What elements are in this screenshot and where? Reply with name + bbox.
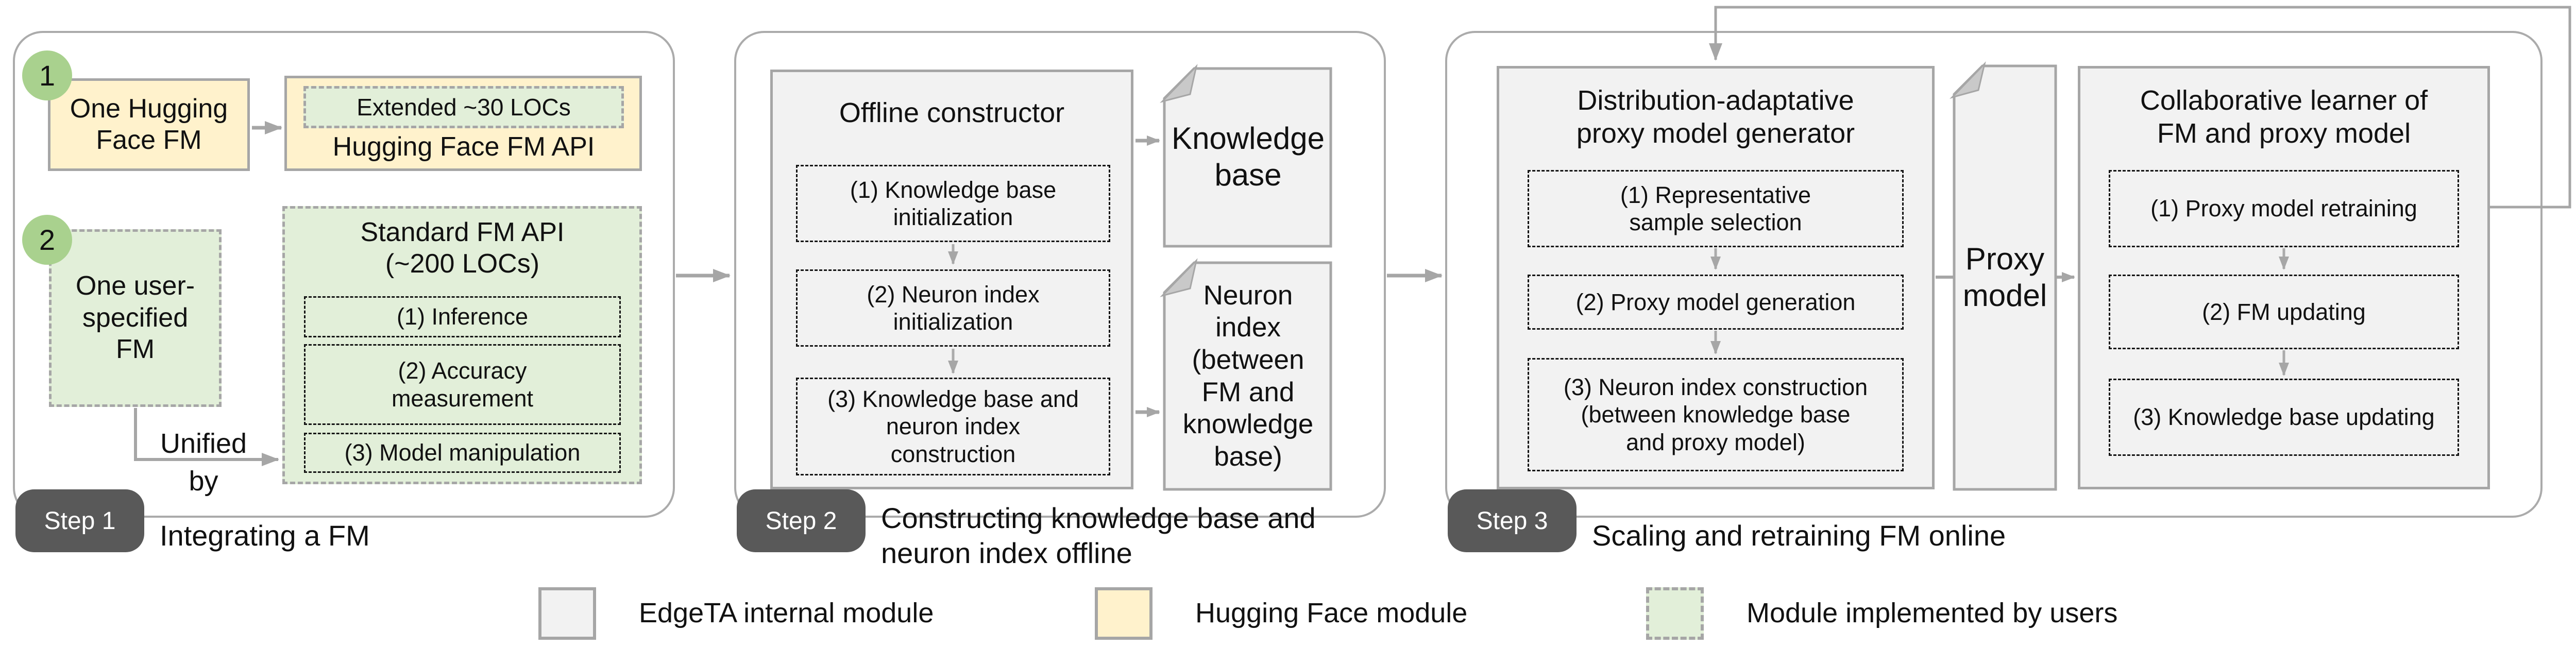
step2-caption: Constructing knowledge base and neuron i… (881, 501, 1316, 569)
representative-sample-selection-box: (1) Representative sample selection (1528, 170, 1904, 247)
legend-internal-swatch (538, 587, 596, 640)
kb-initialization-box: (1) Knowledge base initialization (796, 165, 1110, 242)
user-specified-fm-box (49, 229, 222, 407)
standard-fm-api-title: Standard FM API (~200 LOCs) (360, 217, 565, 279)
knowledge-base-doc-shape (1160, 64, 1332, 248)
neuron-index-initialization-box: (2) Neuron index initialization (796, 269, 1110, 347)
step2-badge: Step 2 (737, 489, 866, 552)
legend-internal-label: EdgeTA internal module (639, 598, 934, 629)
extended-locs-box (303, 86, 624, 128)
offline-constructor-title: Offline constructor (839, 97, 1065, 129)
step1-badge: Step 1 (15, 489, 144, 552)
collaborative-learner-title: Collaborative learner of FM and proxy mo… (2140, 84, 2428, 149)
kb-updating-box: (3) Knowledge base updating (2109, 379, 2459, 456)
arrow-unified-by (134, 408, 279, 466)
step3-caption: Scaling and retraining FM online (1592, 519, 2006, 552)
feedback-loop-line (1709, 6, 2571, 209)
one-hugging-face-fm-box (48, 78, 250, 171)
kb-neuron-index-construction-box: (3) Knowledge base and neuron index cons… (796, 378, 1110, 475)
offline-constructor-box (770, 70, 1133, 489)
fm-updating-box: (2) FM updating (2109, 275, 2459, 349)
model-manipulation-box: (3) Model manipulation (304, 433, 621, 473)
legend-huggingface-swatch (1095, 587, 1153, 640)
collaborative-learner-box (2078, 66, 2490, 489)
extended-locs-label: Extended ~30 LOCs (357, 93, 571, 121)
proxy-model-generator-box (1497, 66, 1935, 489)
proxy-model-generation-box: (2) Proxy model generation (1528, 275, 1904, 330)
knowledge-base-doc-label: Knowledge base (1172, 121, 1325, 192)
accuracy-measurement-box: (2) Accuracy measurement (304, 344, 621, 425)
one-hugging-face-fm-label: One Hugging Face FM (70, 93, 228, 155)
legend-user-module-label: Module implemented by users (1747, 598, 2118, 629)
step1-caption: Integrating a FM (160, 519, 370, 552)
inference-box: (1) Inference (304, 296, 621, 337)
legend-huggingface-label: Hugging Face module (1195, 598, 1468, 629)
legend-user-module-swatch (1646, 587, 1704, 640)
neuron-index-construction-box: (3) Neuron index construction (between k… (1528, 358, 1904, 471)
proxy-model-doc-shape (1950, 61, 2057, 491)
hugging-face-fm-api-label: Hugging Face FM API (332, 132, 595, 162)
step3-badge: Step 3 (1448, 489, 1577, 552)
unified-label: Unified (160, 428, 247, 459)
neuron-index-doc-shape (1160, 258, 1332, 491)
by-label: by (189, 466, 218, 497)
proxy-model-retraining-box: (1) Proxy model retraining (2109, 170, 2459, 247)
marker-1-circle: 1 (22, 50, 72, 100)
proxy-model-doc-label: Proxy model (1962, 242, 2047, 313)
user-specified-fm-label: One user- specified FM (75, 271, 195, 365)
neuron-index-doc-label: Neuron index (between FM and knowledge b… (1182, 280, 1314, 472)
proxy-model-generator-title: Distribution-adaptative proxy model gene… (1576, 84, 1855, 149)
marker-2-circle: 2 (22, 215, 72, 265)
